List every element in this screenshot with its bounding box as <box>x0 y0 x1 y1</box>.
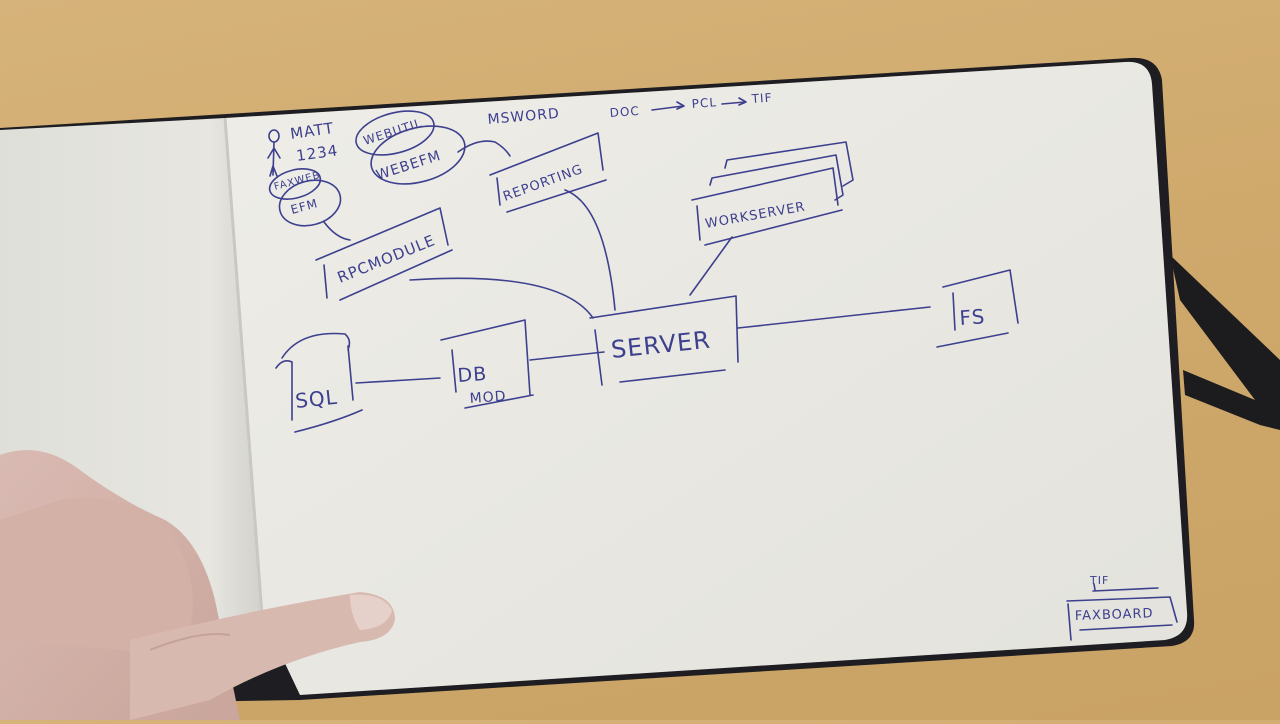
edge-rpcmodule-server <box>409 277 594 319</box>
edge-efm-rpcmodule <box>323 221 351 241</box>
edge-reporting-server <box>564 189 616 311</box>
faxboard-node: TIF FAXBOARD <box>1066 574 1178 641</box>
svg-text:DOC: DOC <box>609 104 640 120</box>
edge-dbmod-server <box>529 351 605 361</box>
svg-text:TIF: TIF <box>750 91 773 106</box>
efm-node: EFM <box>278 179 342 227</box>
elastic-band <box>1170 255 1280 430</box>
fax-tif-label: TIF <box>1089 574 1109 587</box>
edge-webefm-reporting <box>457 140 511 157</box>
dbmod-node: DB MOD <box>440 319 534 409</box>
fs-node: FS <box>936 269 1019 348</box>
faxboard-label: FAXBOARD <box>1075 606 1154 624</box>
user-name-label: MATT <box>289 119 335 143</box>
hand <box>0 450 395 720</box>
right-page <box>223 61 1188 696</box>
user-id-label: 1234 <box>295 141 339 165</box>
db-label: DB <box>457 363 488 387</box>
user-stick-figure-icon <box>267 129 281 177</box>
efm-label: EFM <box>289 196 320 217</box>
mod-label: MOD <box>469 388 507 407</box>
conversion-chain: DOC PCL TIF <box>609 91 773 120</box>
svg-text:PCL: PCL <box>691 95 717 111</box>
edge-server-fs <box>737 306 931 329</box>
sql-node: SQL <box>275 332 363 433</box>
sql-label: SQL <box>294 385 339 413</box>
msword-label: MSWORD <box>487 106 560 128</box>
edge-workserver-server <box>689 236 733 296</box>
fs-label: FS <box>959 304 986 330</box>
edge-sql-dbmod <box>355 377 441 384</box>
